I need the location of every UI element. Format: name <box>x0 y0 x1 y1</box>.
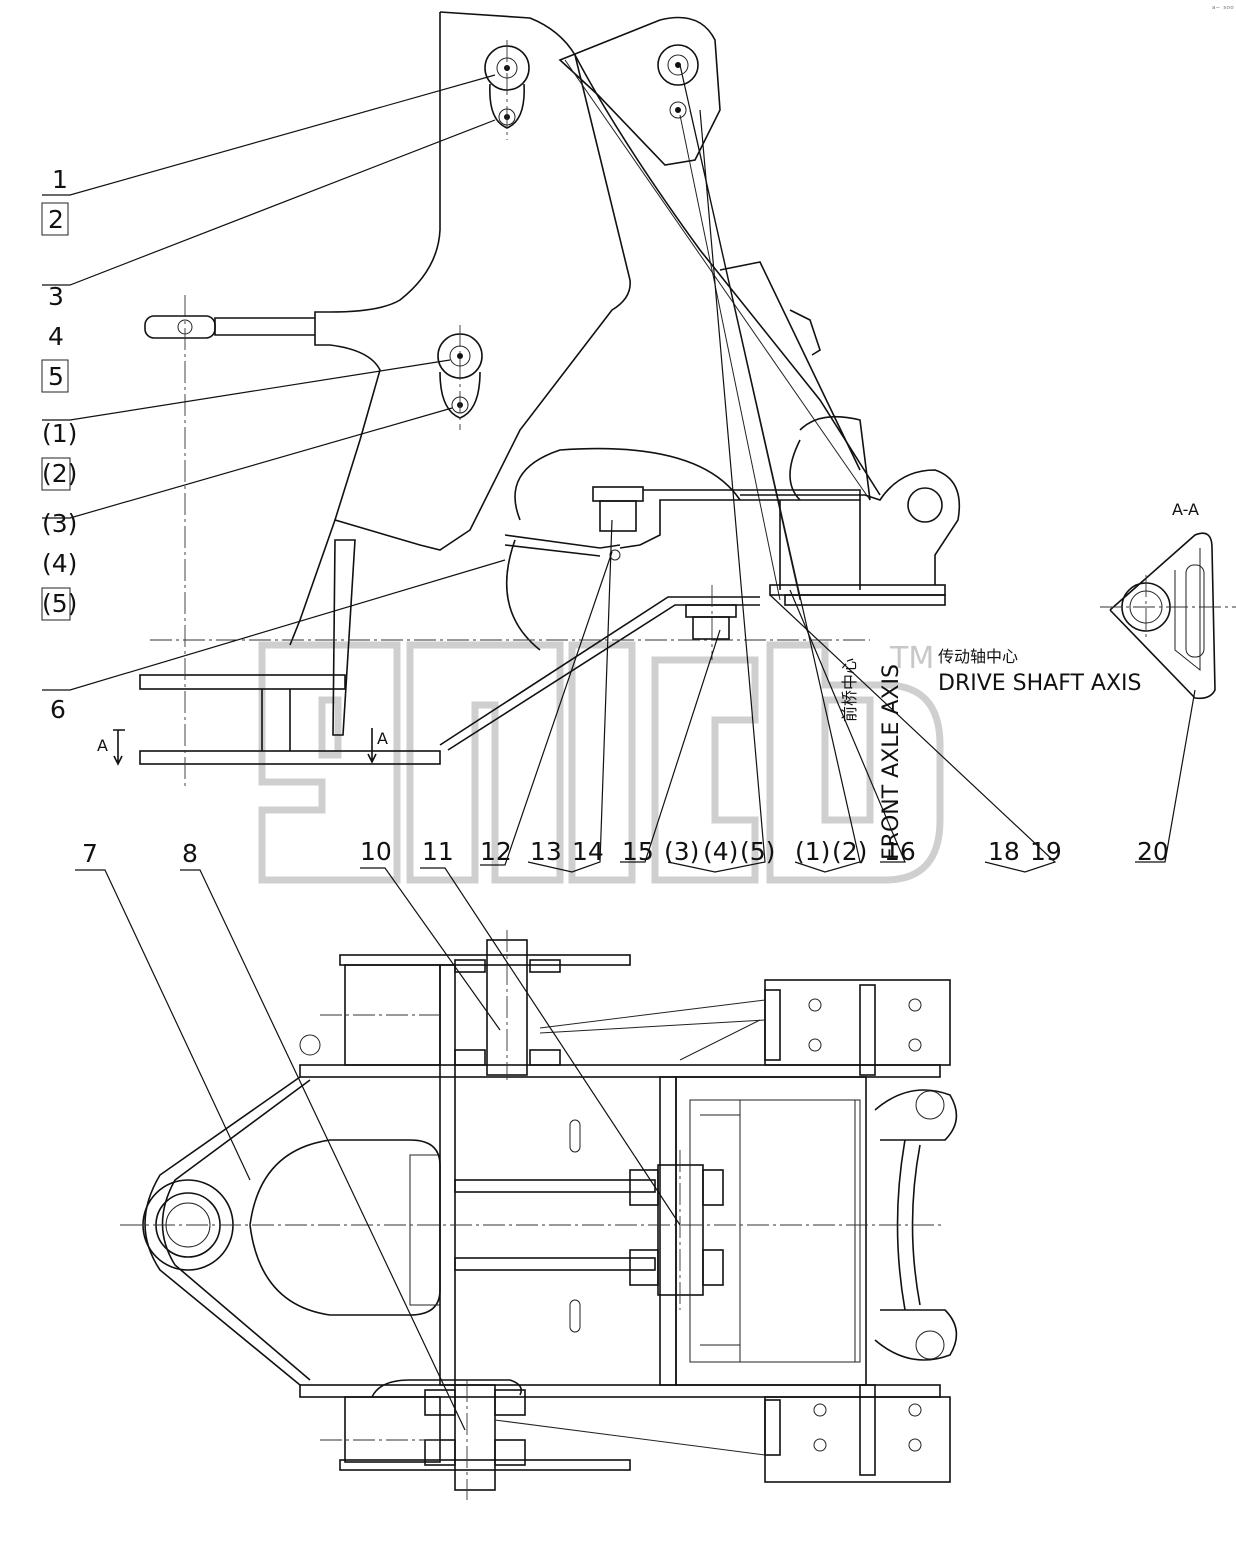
callout-p2-box <box>41 457 71 491</box>
callout-19: 19 <box>1030 837 1062 866</box>
callout-2-box <box>41 202 69 236</box>
callout-12: 12 <box>480 837 512 866</box>
callout-20: 20 <box>1137 837 1169 866</box>
callout-8: 8 <box>182 839 198 868</box>
callout-p5-box <box>41 587 71 621</box>
callout-6: 6 <box>50 695 66 724</box>
callout-13: 13 <box>530 837 562 866</box>
corner-mark: ᵃ⁻ ˢᵒᵒ <box>1212 5 1234 15</box>
drive-shaft-cn: 传动轴中心 <box>938 647 1018 666</box>
watermark-tm: TM <box>889 641 934 676</box>
callout-5: 5 <box>48 362 64 391</box>
callout-5-box <box>41 359 69 393</box>
callout-14: 14 <box>572 837 604 866</box>
callout-3: 3 <box>48 282 64 311</box>
callout-p5: (5) <box>42 589 77 618</box>
section-marker-left: A <box>97 736 108 755</box>
drive-shaft-en: DRIVE SHAFT AXIS <box>938 671 1142 696</box>
callout-2: 2 <box>48 205 64 234</box>
section-title: A-A <box>1172 500 1199 519</box>
section-marker-right: A <box>377 729 388 748</box>
callout-b1: (1) <box>795 837 830 866</box>
callout-11: 11 <box>422 837 454 866</box>
front-axle-cn: 前桥中心 <box>840 658 859 722</box>
callout-p3: (3) <box>42 509 77 538</box>
leader-lines <box>42 64 1196 1431</box>
callout-b3: (3) <box>664 837 699 866</box>
front-axle-en: FRONT AXLE AXIS <box>879 664 904 860</box>
callout-p2: (2) <box>42 459 77 488</box>
callout-1: 1 <box>52 165 68 194</box>
plan-view <box>120 930 958 1500</box>
callout-b4: (4) <box>703 837 738 866</box>
callout-p4: (4) <box>42 549 77 578</box>
callouts: 1 2 3 4 5 (1) (2) (3) (4) (5) 6 7 8 10 1… <box>41 165 1169 868</box>
callout-10: 10 <box>360 837 392 866</box>
callout-16: 16 <box>884 837 916 866</box>
axis-labels: 前桥中心 FRONT AXLE AXIS 传动轴中心 DRIVE SHAFT A… <box>840 647 1142 860</box>
callout-p1: (1) <box>42 419 77 448</box>
side-view: A A <box>97 11 961 790</box>
callout-b5: (5) <box>740 837 775 866</box>
callout-18: 18 <box>988 837 1020 866</box>
section-a-a: A-A <box>1100 500 1236 700</box>
callout-b2: (2) <box>832 837 867 866</box>
callout-15: 15 <box>622 837 654 866</box>
callout-4: 4 <box>48 322 64 351</box>
callout-7: 7 <box>82 839 98 868</box>
